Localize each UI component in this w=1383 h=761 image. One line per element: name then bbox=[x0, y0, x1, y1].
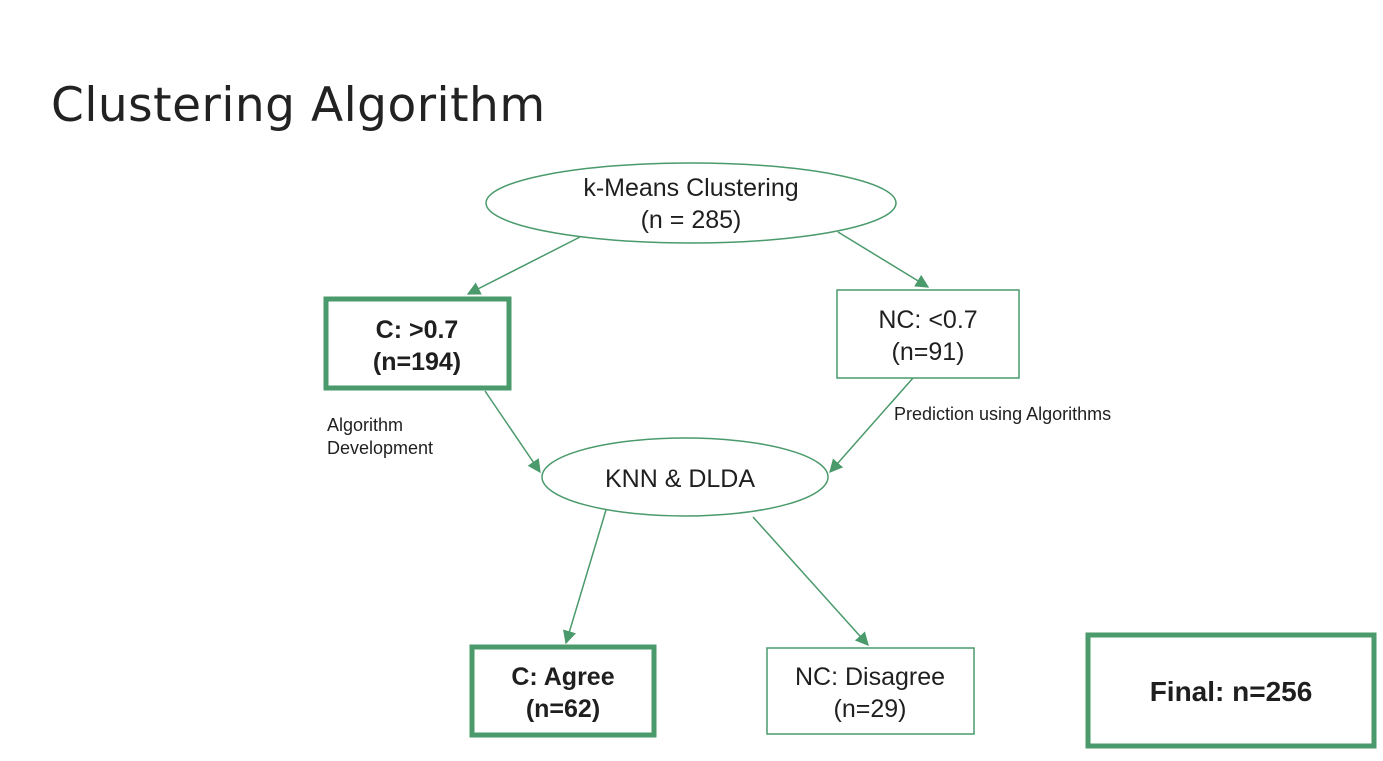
edge-kmeans-to-c-high bbox=[466, 236, 581, 295]
node-kmeans-clustering: k-Means Clustering (n = 285) bbox=[485, 162, 897, 244]
node-c-high-count: (n=194) bbox=[373, 348, 461, 376]
slide-title: Clustering Algorithm bbox=[51, 78, 546, 133]
node-kmeans-label: k-Means Clustering bbox=[583, 174, 798, 202]
node-c-high-label: C: >0.7 bbox=[376, 316, 459, 344]
node-nc-disagree-count: (n=29) bbox=[834, 695, 907, 723]
node-nc-low-label: NC: <0.7 bbox=[878, 306, 977, 334]
edge-c-high-to-knn bbox=[484, 390, 541, 474]
edge-knn-to-nc-disagree bbox=[752, 516, 869, 647]
edge-knn-to-c-agree bbox=[563, 509, 607, 645]
node-nc-disagree: NC: Disagree (n=29) bbox=[766, 647, 975, 735]
edge-nc-low-to-knn bbox=[829, 377, 914, 474]
node-final: Final: n=256 bbox=[1085, 632, 1377, 749]
edge-label-prediction: Prediction using Algorithms bbox=[894, 404, 1111, 424]
node-knn-dlda: KNN & DLDA bbox=[541, 437, 829, 517]
node-knn-label: KNN & DLDA bbox=[605, 465, 755, 493]
node-c-agree-count: (n=62) bbox=[526, 695, 600, 723]
node-final-label: Final: n=256 bbox=[1150, 676, 1313, 707]
edge-label-development: Development bbox=[327, 438, 433, 458]
edge-label-algorithm: Algorithm bbox=[327, 415, 403, 435]
node-c-agree-label: C: Agree bbox=[511, 663, 614, 691]
node-nc-low-count: (n=91) bbox=[892, 338, 965, 366]
node-nc-disagree-label: NC: Disagree bbox=[795, 663, 945, 691]
node-kmeans-count: (n = 285) bbox=[641, 206, 742, 234]
node-c-high: C: >0.7 (n=194) bbox=[323, 296, 512, 391]
edge-kmeans-to-nc-low bbox=[837, 231, 930, 288]
node-c-agree: C: Agree (n=62) bbox=[469, 644, 657, 738]
node-nc-low: NC: <0.7 (n=91) bbox=[836, 289, 1020, 379]
